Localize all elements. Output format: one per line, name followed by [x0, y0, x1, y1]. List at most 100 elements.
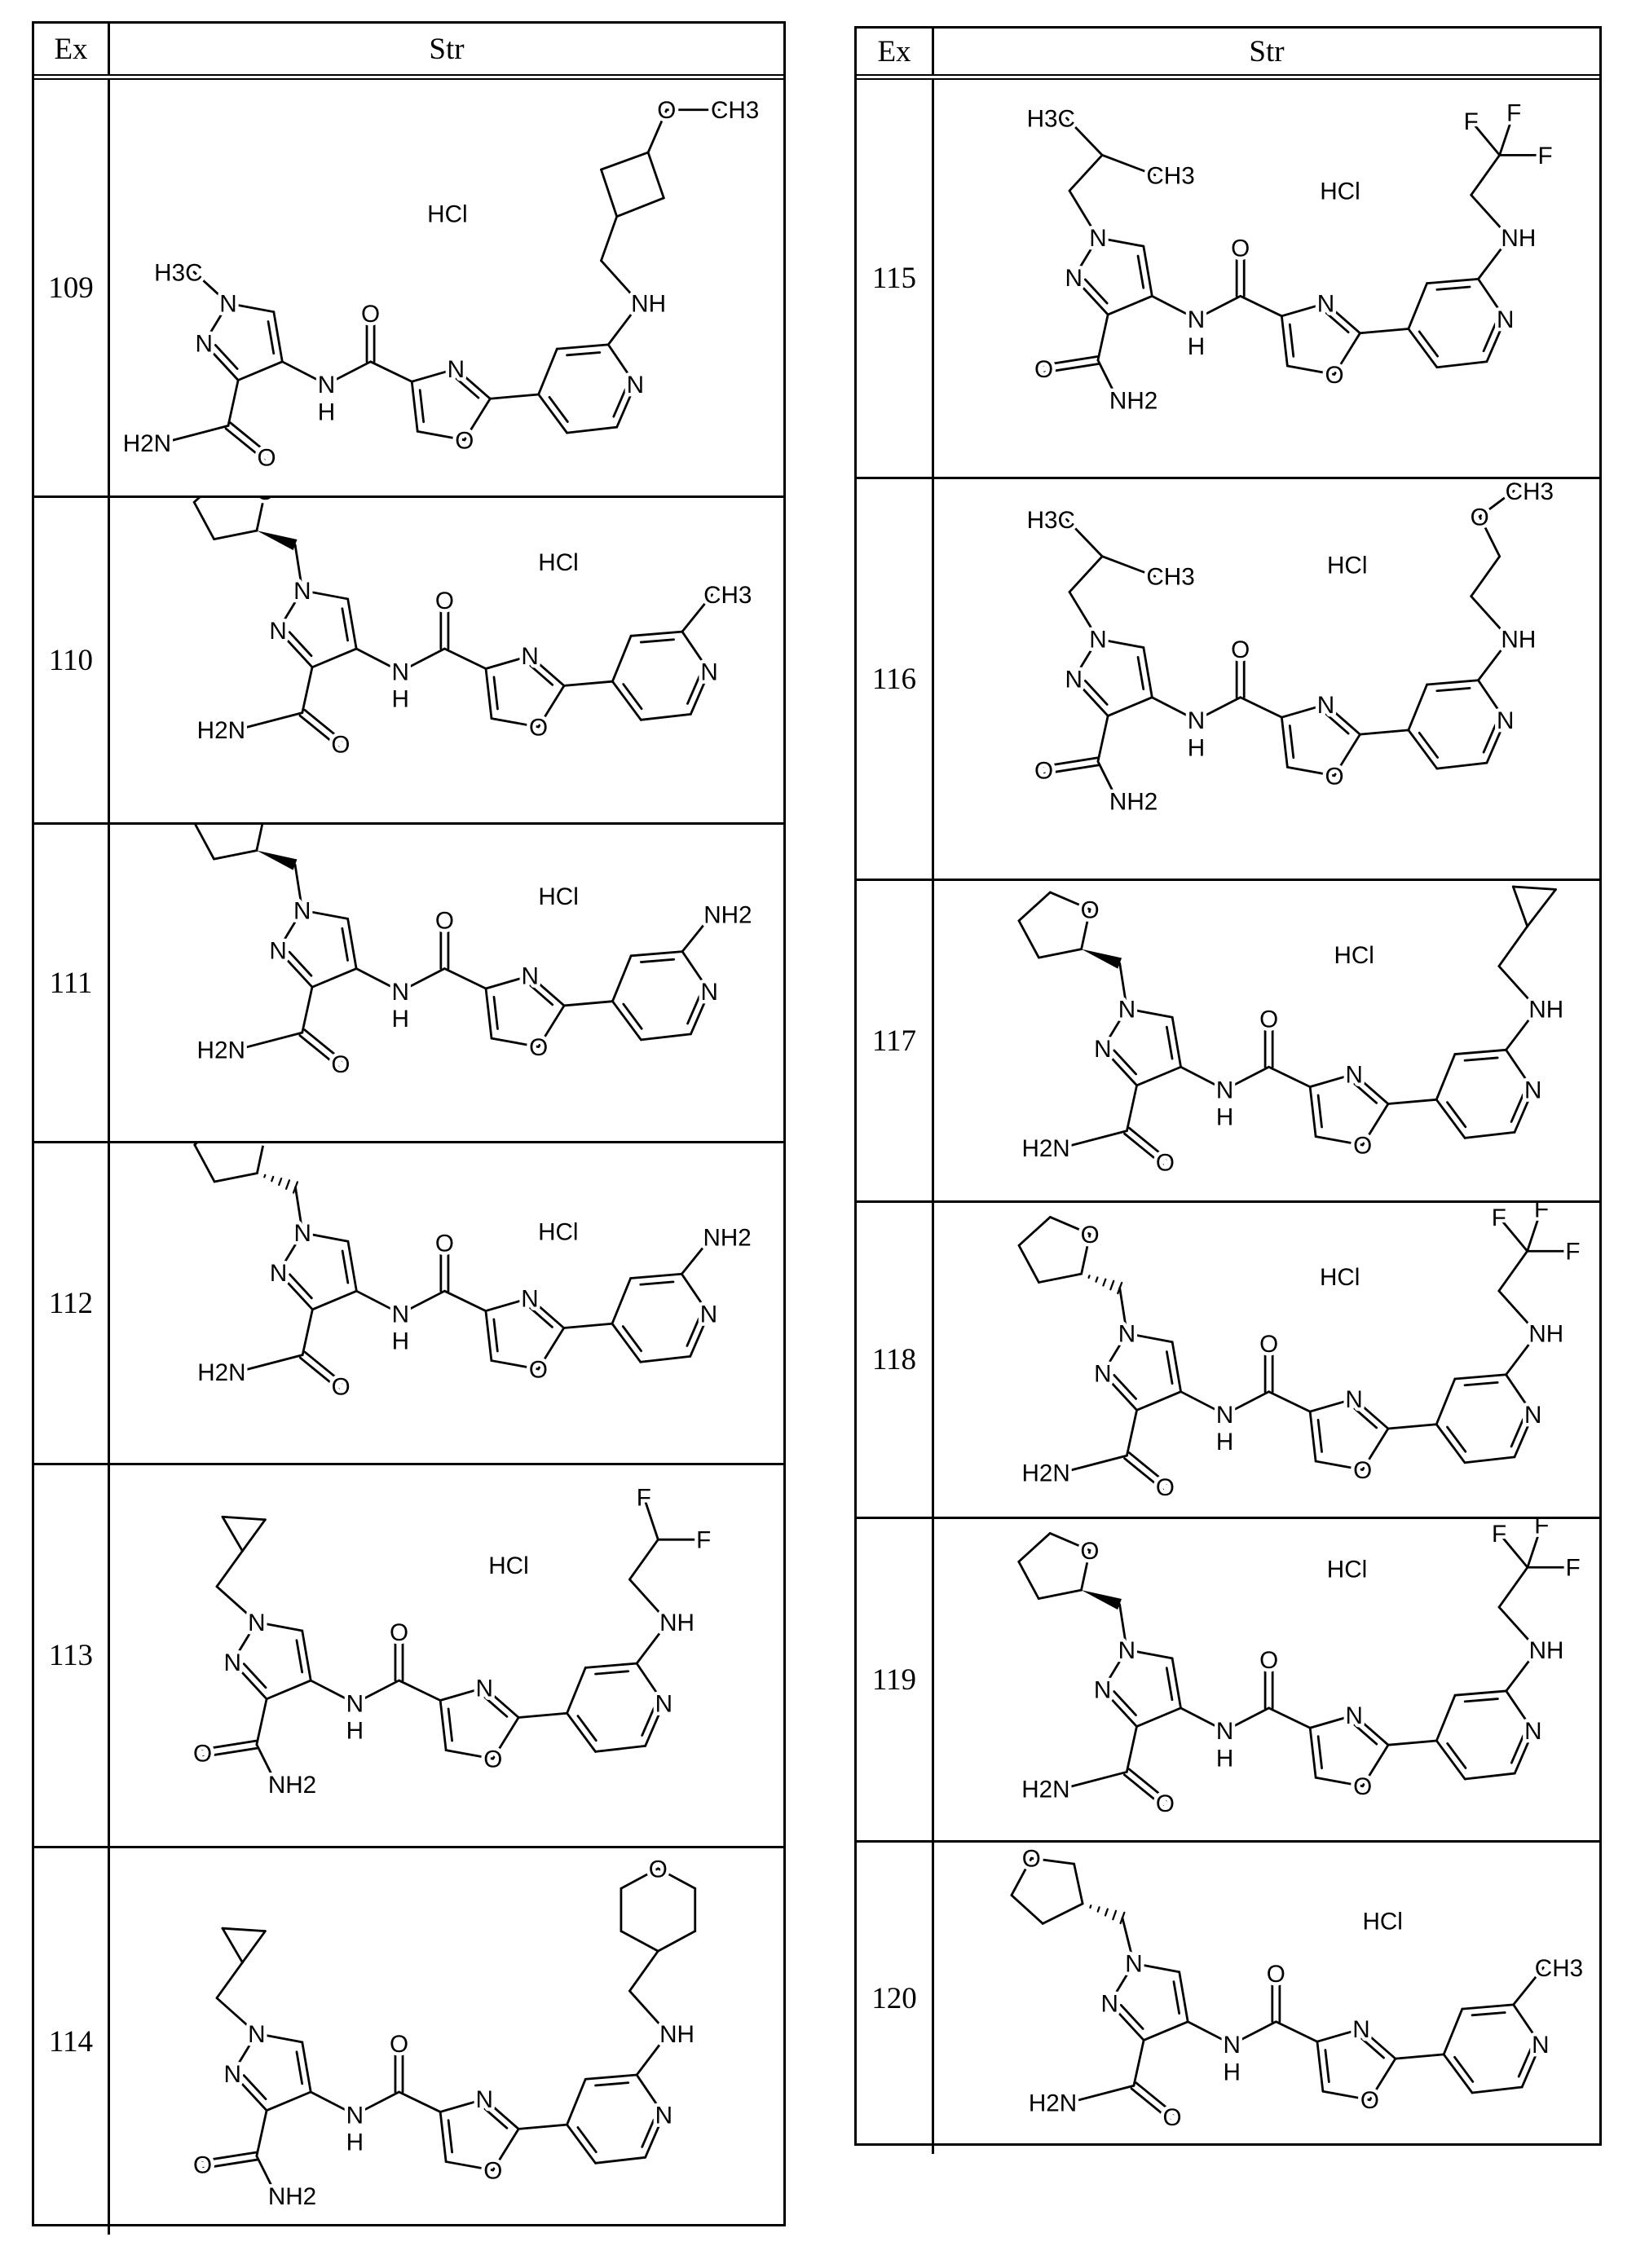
bond	[621, 1931, 658, 1951]
pyridine-nh-label: NH	[1528, 996, 1563, 1023]
example-number: 116	[857, 479, 934, 879]
bond	[223, 1928, 242, 1962]
carbonyl-o-label: O	[1259, 1006, 1278, 1033]
bond	[348, 918, 356, 968]
structure-cell: NNOH2NNHONONONH2HCl	[110, 825, 783, 1141]
double-bond-inner	[494, 677, 497, 709]
bond	[1127, 1410, 1136, 1455]
bond	[518, 2125, 567, 2129]
bond	[631, 632, 682, 636]
example-number: 118	[857, 1203, 934, 1517]
bond	[1437, 362, 1487, 368]
structure-cell: NNOH2NNHONONONHFFFHCl	[934, 1203, 1599, 1517]
pyridine-nh-label: NH	[659, 1610, 695, 1636]
isobutyl-ch3-label: CH3	[1146, 564, 1194, 591]
carboxamide-n-label: H2N	[1029, 2090, 1077, 2117]
amide-h-label: H	[392, 686, 409, 713]
bond	[1436, 1695, 1455, 1741]
chemical-structure: NNOH2NNHONONONHFFFHCl	[934, 1203, 1599, 1517]
double-bond-inner	[623, 1327, 641, 1351]
salt-label: HCl	[427, 201, 467, 228]
double-bond-inner	[1138, 657, 1144, 689]
bonds	[1019, 1209, 1572, 1490]
bond	[348, 1241, 356, 1291]
substituent-atom-label: F	[1506, 99, 1521, 126]
bond	[567, 2079, 586, 2125]
bond	[617, 198, 664, 217]
bond	[195, 1145, 214, 1182]
bond	[1317, 2041, 1323, 2091]
oxazole-o-label: O	[1353, 1773, 1372, 1800]
double-bond-inner	[1166, 1027, 1172, 1059]
bond	[1499, 927, 1528, 967]
carboxamide-o-label: O	[1034, 356, 1053, 383]
table-row: 113NNONH2NHONONNHFFHCl	[34, 1463, 783, 1846]
salt-label: HCl	[538, 1218, 578, 1245]
structure-cell: NNONH2NHONONNHFFHCl	[110, 1465, 783, 1846]
double-bond-inner	[1318, 1737, 1321, 1768]
bond	[518, 1713, 567, 1717]
carbonyl-o-label: O	[390, 1619, 408, 1646]
amide-n-label: N	[392, 979, 409, 1006]
pyrazole-n1-label: N	[219, 291, 236, 318]
pyrazole-n2-label: N	[223, 1649, 240, 1676]
bond	[214, 1174, 257, 1182]
bond	[371, 362, 412, 381]
bond	[631, 1274, 682, 1278]
bond	[1409, 284, 1427, 329]
structure-cell: NNOH2NNHONONOCH3HCl	[110, 498, 783, 822]
oxazole-o-label: O	[529, 1356, 548, 1383]
amide-h-label: H	[1216, 1104, 1233, 1131]
oxazole-n-label: N	[521, 1285, 538, 1312]
oxazole-n-label: N	[1352, 2016, 1369, 2043]
chemical-structure: NNONH2NHONONNHO	[110, 1848, 783, 2235]
carboxamide-n-label: H2N	[197, 1359, 245, 1386]
bond	[1528, 889, 1556, 926]
chemical-structure: NNOH2NNHONONONHFFFHCl	[934, 1519, 1599, 1840]
carboxamide-o-label: O	[193, 1741, 212, 1768]
atom-labels: NNOH2NNHONONH3CNHOCH3	[123, 97, 760, 471]
thf-o-label: O	[1022, 1846, 1041, 1873]
bond	[1499, 1251, 1528, 1291]
double-bond-inner	[448, 1709, 452, 1741]
bond	[585, 1663, 637, 1667]
thf-o-label: O	[256, 1143, 275, 1147]
atom-labels: NNOH2NNHONONOCH3	[1022, 1846, 1583, 2131]
bond	[257, 1143, 265, 1174]
bond	[302, 1631, 311, 1680]
bond	[274, 312, 282, 362]
bond	[1471, 155, 1500, 195]
bond	[1127, 1727, 1136, 1773]
double-bond-inner	[578, 1716, 596, 1741]
bond	[1108, 296, 1152, 315]
carboxamide-n-label: H2N	[123, 430, 171, 457]
table-row: 109NNOH2NNHONONH3CNHOCH3HCl	[34, 80, 783, 495]
stereo-wedge-bond	[257, 851, 298, 870]
double-bond-inner	[1437, 287, 1470, 289]
amide-n-label: N	[1188, 306, 1205, 333]
pyrazole-n1-label: N	[1118, 996, 1135, 1023]
carbonyl-o-label: O	[1259, 1647, 1278, 1674]
atom-labels: NNOH2NNHONONONH	[1021, 896, 1563, 1176]
amide-n-label: N	[1216, 1718, 1233, 1745]
chemical-structure: NNOH2NNHONONONHHCl	[934, 881, 1599, 1200]
thf-o-label: O	[1081, 1222, 1100, 1249]
carboxamide-o-label: O	[1156, 1149, 1175, 1176]
hash-line	[279, 1178, 281, 1185]
pyrazole-n2-label: N	[1094, 1361, 1111, 1388]
bond	[486, 1311, 492, 1361]
example-number: 109	[34, 80, 110, 495]
bond	[163, 425, 228, 443]
carboxamide-o-label: O	[331, 1051, 350, 1078]
double-bond-inner	[1085, 280, 1107, 303]
pyridine-n-label: N	[700, 979, 717, 1006]
double-bond-inner	[549, 397, 567, 421]
salt-label: HCl	[1320, 178, 1360, 205]
oxazole-o-label: O	[483, 2158, 502, 2185]
oxazole-n-label: N	[521, 643, 538, 670]
bond	[1436, 1055, 1455, 1100]
pyridine-methyl-label: CH3	[1535, 1955, 1583, 1982]
carboxamide-n-label: H2N	[1021, 1135, 1069, 1162]
salt-label: HCl	[1320, 1264, 1360, 1291]
bond	[612, 956, 631, 1002]
